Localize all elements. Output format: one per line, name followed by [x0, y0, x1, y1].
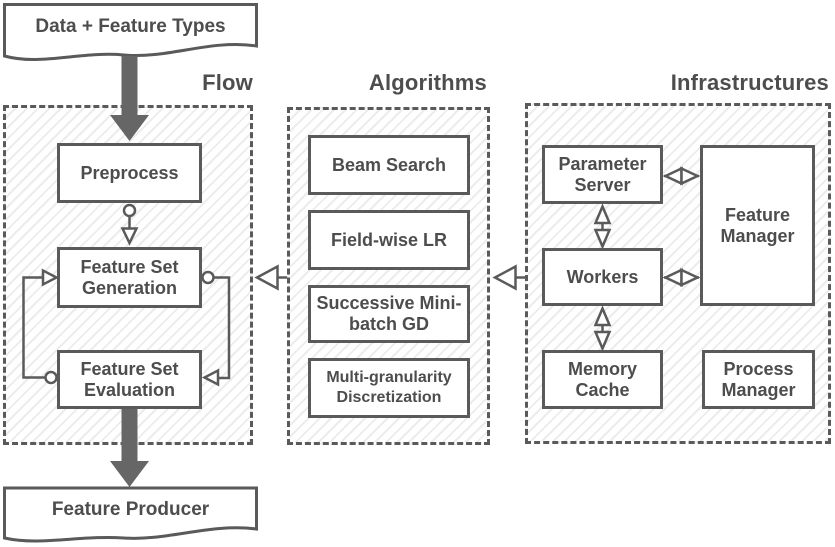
- node-field-wise-lr: Field-wise LR: [308, 210, 470, 270]
- node-feature-manager: Feature Manager: [700, 145, 815, 306]
- node-feature-set-generation: Feature Set Generation: [57, 247, 202, 308]
- node-preprocess: Preprocess: [57, 143, 202, 203]
- node-workers: Workers: [542, 248, 663, 306]
- node-process-manager: Process Manager: [702, 350, 815, 409]
- node-beam-search: Beam Search: [308, 135, 470, 195]
- node-successive-minibatch-gd: Successive Mini-batch GD: [308, 285, 470, 343]
- node-memory-cache: Memory Cache: [542, 350, 663, 409]
- node-parameter-server: Parameter Server: [542, 145, 663, 204]
- output-document-label: Feature Producer: [51, 499, 210, 520]
- infrastructures-section-title: Infrastructures: [670, 70, 829, 95]
- input-document-label: Data + Feature Types: [35, 16, 226, 37]
- flow-section-title: Flow: [202, 70, 253, 95]
- algorithms-section-title: Algorithms: [368, 70, 487, 95]
- algorithms-to-flow-arrow-icon: [254, 264, 287, 291]
- infrastructures-to-algorithms-arrow-icon: [492, 264, 525, 291]
- node-multi-granularity-discretization: Multi-granularity Discretization: [308, 358, 470, 418]
- node-feature-set-evaluation: Feature Set Evaluation: [57, 350, 202, 409]
